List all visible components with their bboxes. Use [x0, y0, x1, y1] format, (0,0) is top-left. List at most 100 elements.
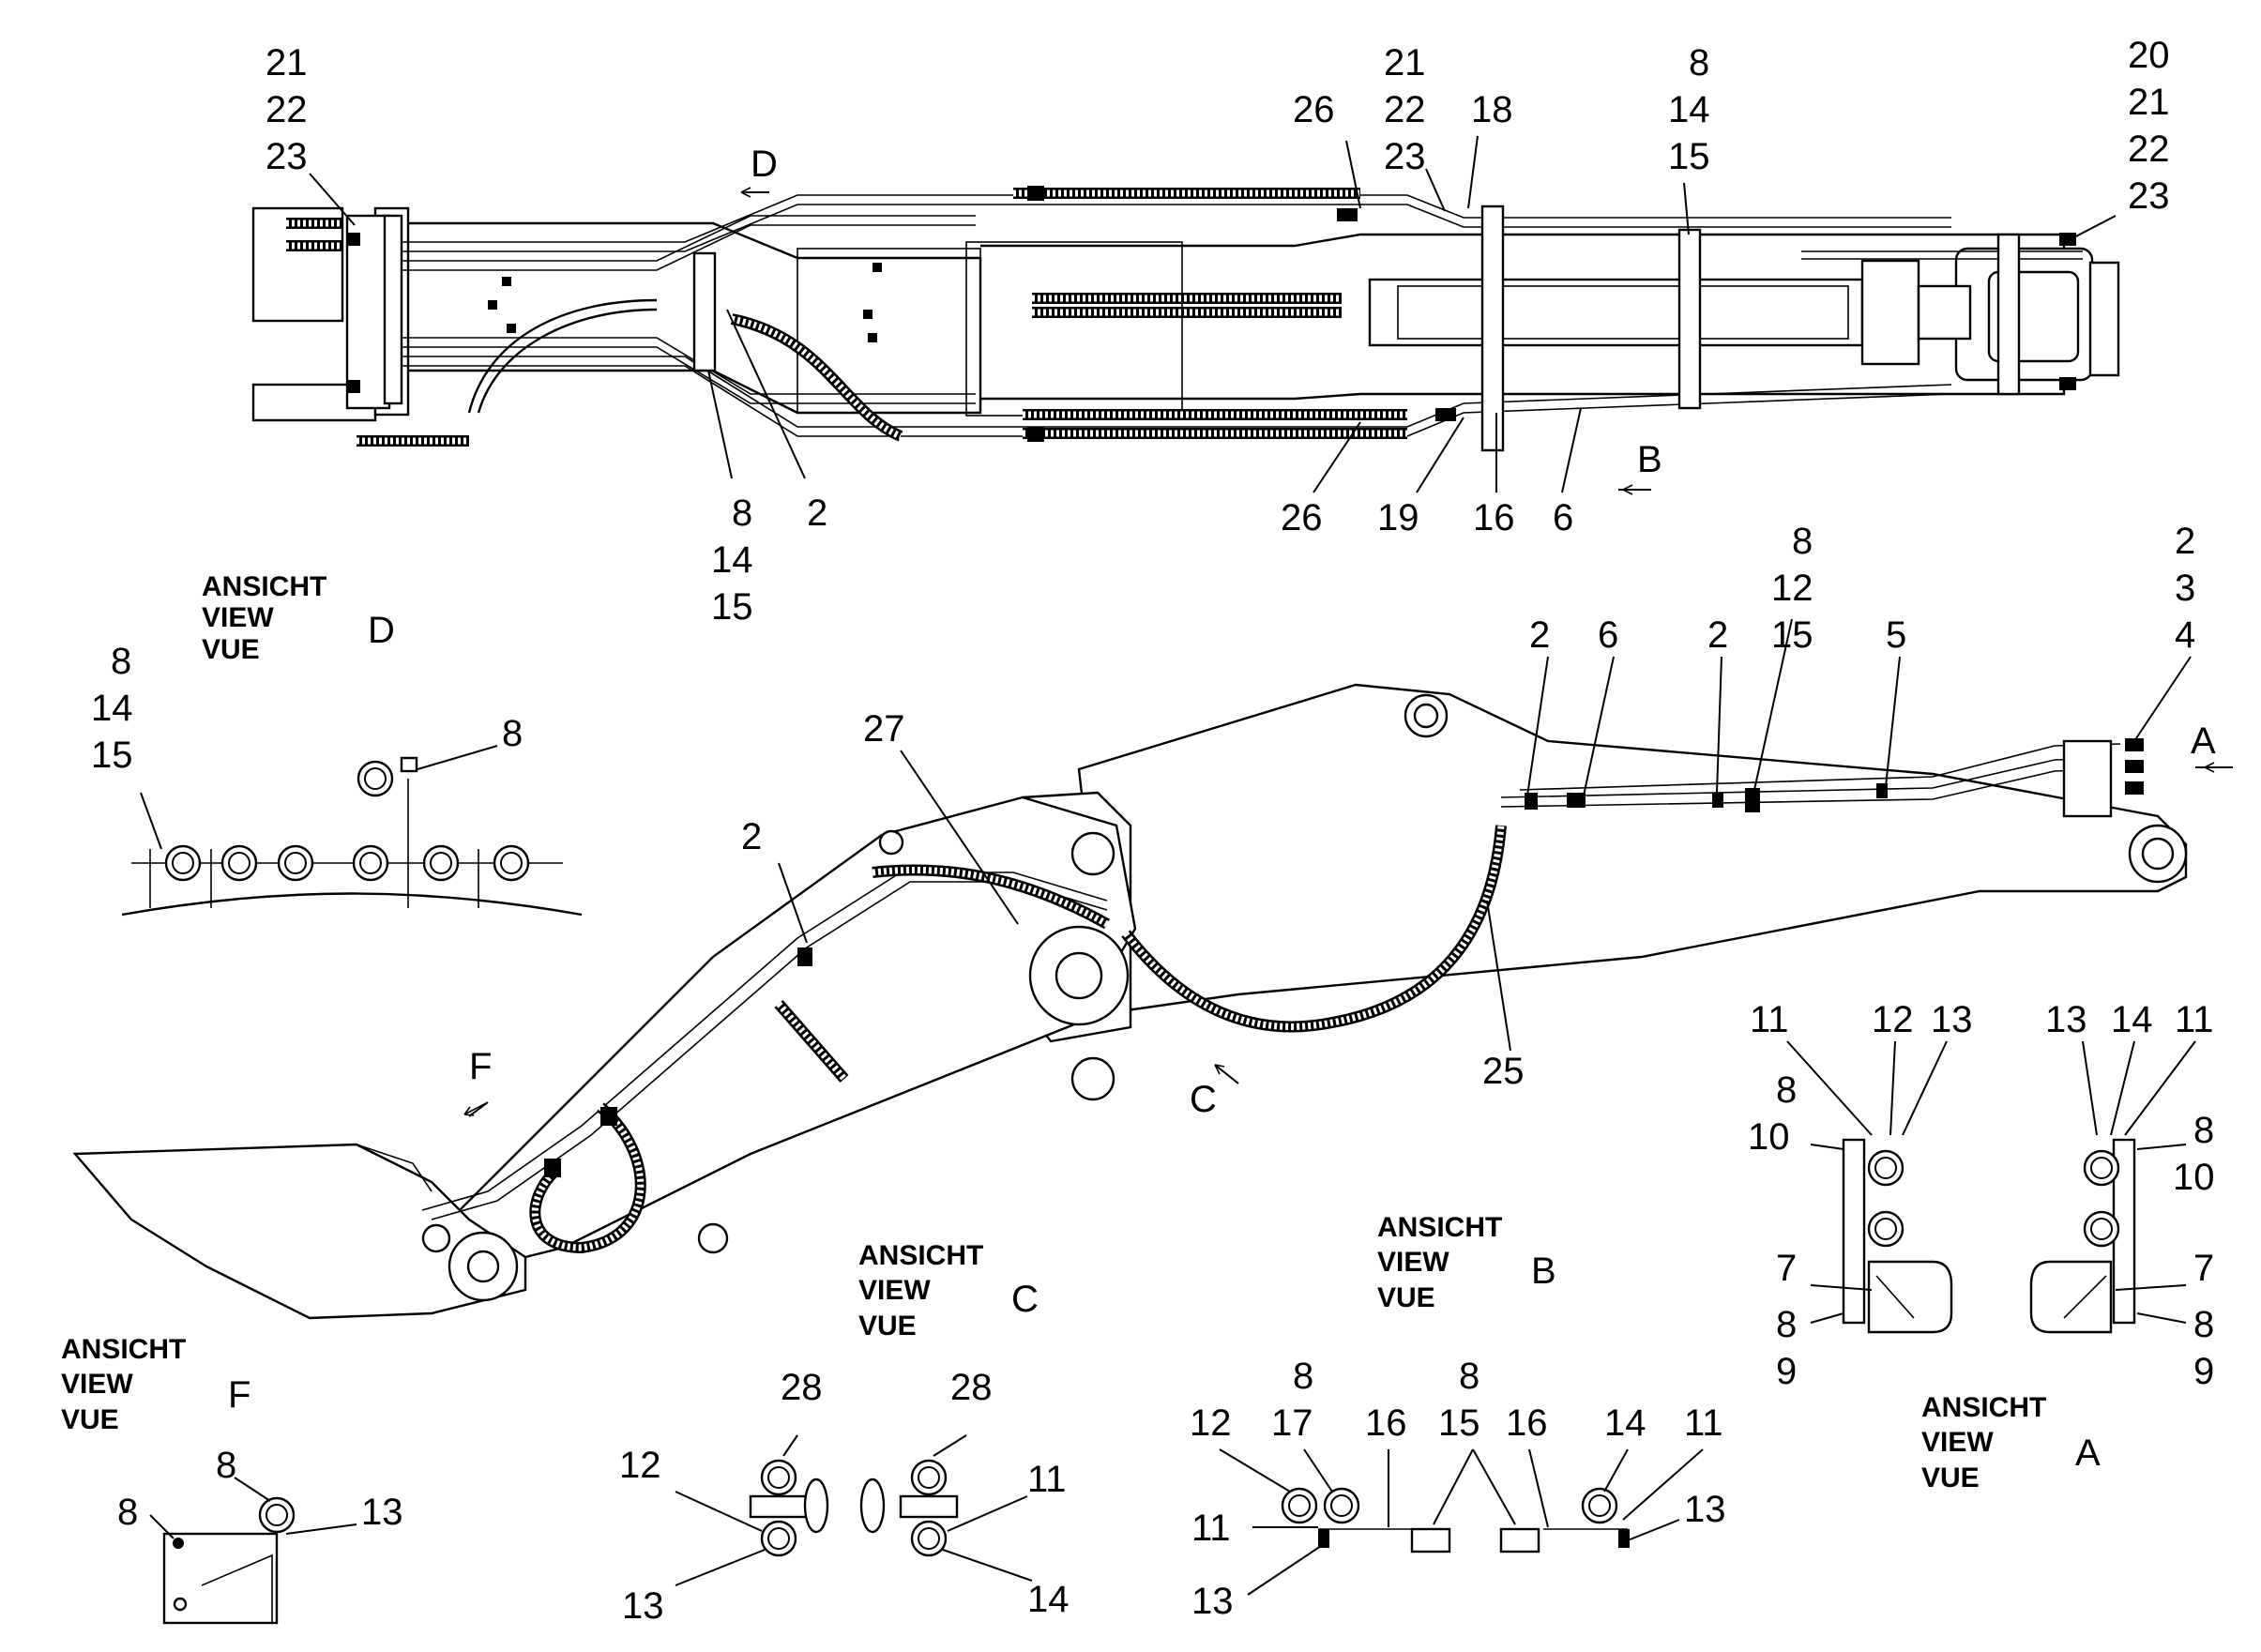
view-b-label-17: 17: [1271, 1402, 1313, 1444]
side-view-drawing: [72, 683, 2188, 1320]
view-c-label-11: 11: [1027, 1459, 1067, 1500]
view-a-left-label-10: 10: [1748, 1116, 1790, 1158]
top-label-23-left: 23: [266, 136, 308, 177]
view-f-letter: F: [228, 1374, 250, 1416]
view-b-label-8-a: 8: [1293, 1356, 1313, 1397]
top-label-21-right: 21: [2128, 82, 2170, 123]
side-label-2-b: 2: [1707, 614, 1728, 656]
side-label-27: 27: [863, 708, 905, 750]
top-label-22-mid: 22: [1384, 89, 1426, 130]
top-label-b-arrow: B: [1637, 439, 1662, 480]
top-label-26-top: 26: [1293, 89, 1335, 130]
view-b-label-12: 12: [1190, 1402, 1232, 1444]
view-b-label-8-b: 8: [1459, 1356, 1480, 1397]
view-b-letter: B: [1531, 1250, 1556, 1292]
top-label-22-right: 22: [2128, 129, 2170, 170]
view-d-title-vue: VUE: [202, 634, 260, 665]
side-label-2-a: 2: [1529, 614, 1550, 656]
top-label-d-arrow: D: [751, 144, 778, 185]
view-a-left-label-7: 7: [1776, 1248, 1797, 1289]
side-label-25: 25: [1482, 1051, 1525, 1092]
view-f-title-view: VIEW: [61, 1369, 133, 1400]
view-a-title-vue: VUE: [1921, 1463, 1980, 1493]
view-c-label-12: 12: [619, 1445, 661, 1486]
top-label-8-top: 8: [1689, 42, 1709, 83]
view-c-letter: C: [1011, 1279, 1039, 1320]
side-view-leaders: [468, 618, 2233, 1117]
top-label-20-right: 20: [2128, 35, 2170, 76]
side-label-c-arrow: C: [1190, 1079, 1217, 1120]
top-label-23-right: 23: [2128, 175, 2170, 217]
side-label-8: 8: [1792, 521, 1813, 562]
view-c-detail: [675, 1434, 1033, 1586]
side-label-5: 5: [1886, 614, 1906, 656]
view-b-detail: [1219, 1448, 1704, 1596]
view-a-right-label-7: 7: [2193, 1248, 2214, 1289]
view-f-label-8-left: 8: [117, 1492, 138, 1533]
view-a-right-label-11: 11: [2175, 999, 2214, 1040]
view-b-title-ansicht: ANSICHT: [1377, 1212, 1502, 1243]
top-label-23-mid: 23: [1384, 136, 1426, 177]
side-label-2-end: 2: [2175, 521, 2195, 562]
view-c-label-28-left: 28: [781, 1367, 823, 1408]
view-b-label-11-left: 11: [1191, 1508, 1231, 1549]
top-label-21-left: 21: [266, 42, 308, 83]
view-c-label-28-right: 28: [950, 1367, 993, 1408]
view-b-label-16-b: 16: [1506, 1402, 1548, 1444]
view-c-title-ansicht: ANSICHT: [858, 1240, 983, 1271]
view-a-title-view: VIEW: [1921, 1427, 1994, 1458]
view-a-detail: [1786, 1040, 2196, 1334]
view-d-title-ansicht: ANSICHT: [202, 571, 326, 602]
view-d-label-14-left: 14: [91, 688, 133, 729]
view-a-title-ansicht: ANSICHT: [1921, 1392, 2046, 1423]
view-a-left-label-8-lower: 8: [1776, 1304, 1797, 1345]
view-a-right-label-13: 13: [2045, 999, 2087, 1040]
view-a-right-label-10: 10: [2173, 1157, 2215, 1198]
top-label-15-top: 15: [1668, 136, 1710, 177]
view-a-left-label-12: 12: [1872, 999, 1914, 1040]
bottom-label-19: 19: [1377, 497, 1419, 538]
view-b-label-15: 15: [1438, 1402, 1480, 1444]
view-d-title-view: VIEW: [202, 602, 274, 633]
view-d-text: ANSICHT VIEW VUE D 8 14 15 8: [91, 571, 523, 776]
view-d-letter: D: [368, 610, 395, 651]
view-a-text: 11 12 13 8 10 7 8 9 13 14 11 8 10 7 8 9 …: [1748, 999, 2215, 1493]
bottom-label-8-left: 8: [732, 493, 752, 534]
bottom-label-16: 16: [1473, 497, 1515, 538]
view-a-right-label-9: 9: [2193, 1351, 2214, 1392]
view-b-title-vue: VUE: [1377, 1282, 1435, 1313]
view-c-title-vue: VUE: [858, 1311, 917, 1341]
top-label-22-left: 22: [266, 89, 308, 130]
view-b-label-13-right: 13: [1684, 1489, 1726, 1530]
view-d-label-8-left: 8: [111, 641, 131, 682]
view-f-text: ANSICHT VIEW VUE F 8 8 13: [61, 1334, 403, 1533]
bottom-label-26: 26: [1281, 497, 1323, 538]
side-label-6: 6: [1598, 614, 1618, 656]
bottom-label-2: 2: [807, 493, 827, 534]
bottom-label-14-left: 14: [711, 539, 753, 581]
view-a-letter: A: [2075, 1432, 2101, 1474]
side-label-a-arrow: A: [2191, 720, 2216, 762]
top-view-drawing: [251, 186, 2120, 452]
view-b-label-13-left: 13: [1191, 1581, 1234, 1622]
direction-arrows: [463, 187, 2233, 1116]
view-d-label-8: 8: [502, 713, 523, 754]
side-label-2-c: 2: [741, 816, 762, 857]
view-a-right-label-14: 14: [2111, 999, 2153, 1040]
view-c-text: ANSICHT VIEW VUE C 28 28 12 11 13 14: [619, 1240, 1070, 1627]
side-label-3-end: 3: [2175, 568, 2195, 609]
view-c-title-view: VIEW: [858, 1275, 931, 1306]
side-view-callouts: 8 12 15 2 3 4 2 6 2 5 A 27 2 25 C F: [469, 521, 2216, 1120]
view-f-detail: [149, 1477, 357, 1625]
view-a-right-label-8-lower: 8: [2193, 1304, 2214, 1345]
view-d-detail: [121, 745, 583, 917]
view-b-label-14: 14: [1604, 1402, 1646, 1444]
view-f-label-8-top: 8: [216, 1445, 236, 1486]
view-f-label-13: 13: [361, 1492, 403, 1533]
top-view-callouts: 21 22 23 D 21 22 23 18 26 8 14 15 20 21 …: [266, 35, 2170, 628]
view-a-left-label-9: 9: [1776, 1351, 1797, 1392]
view-d-label-15-left: 15: [91, 735, 133, 776]
view-a-left-label-13: 13: [1931, 999, 1973, 1040]
side-label-12: 12: [1771, 568, 1813, 609]
view-b-label-11-right: 11: [1684, 1402, 1723, 1444]
